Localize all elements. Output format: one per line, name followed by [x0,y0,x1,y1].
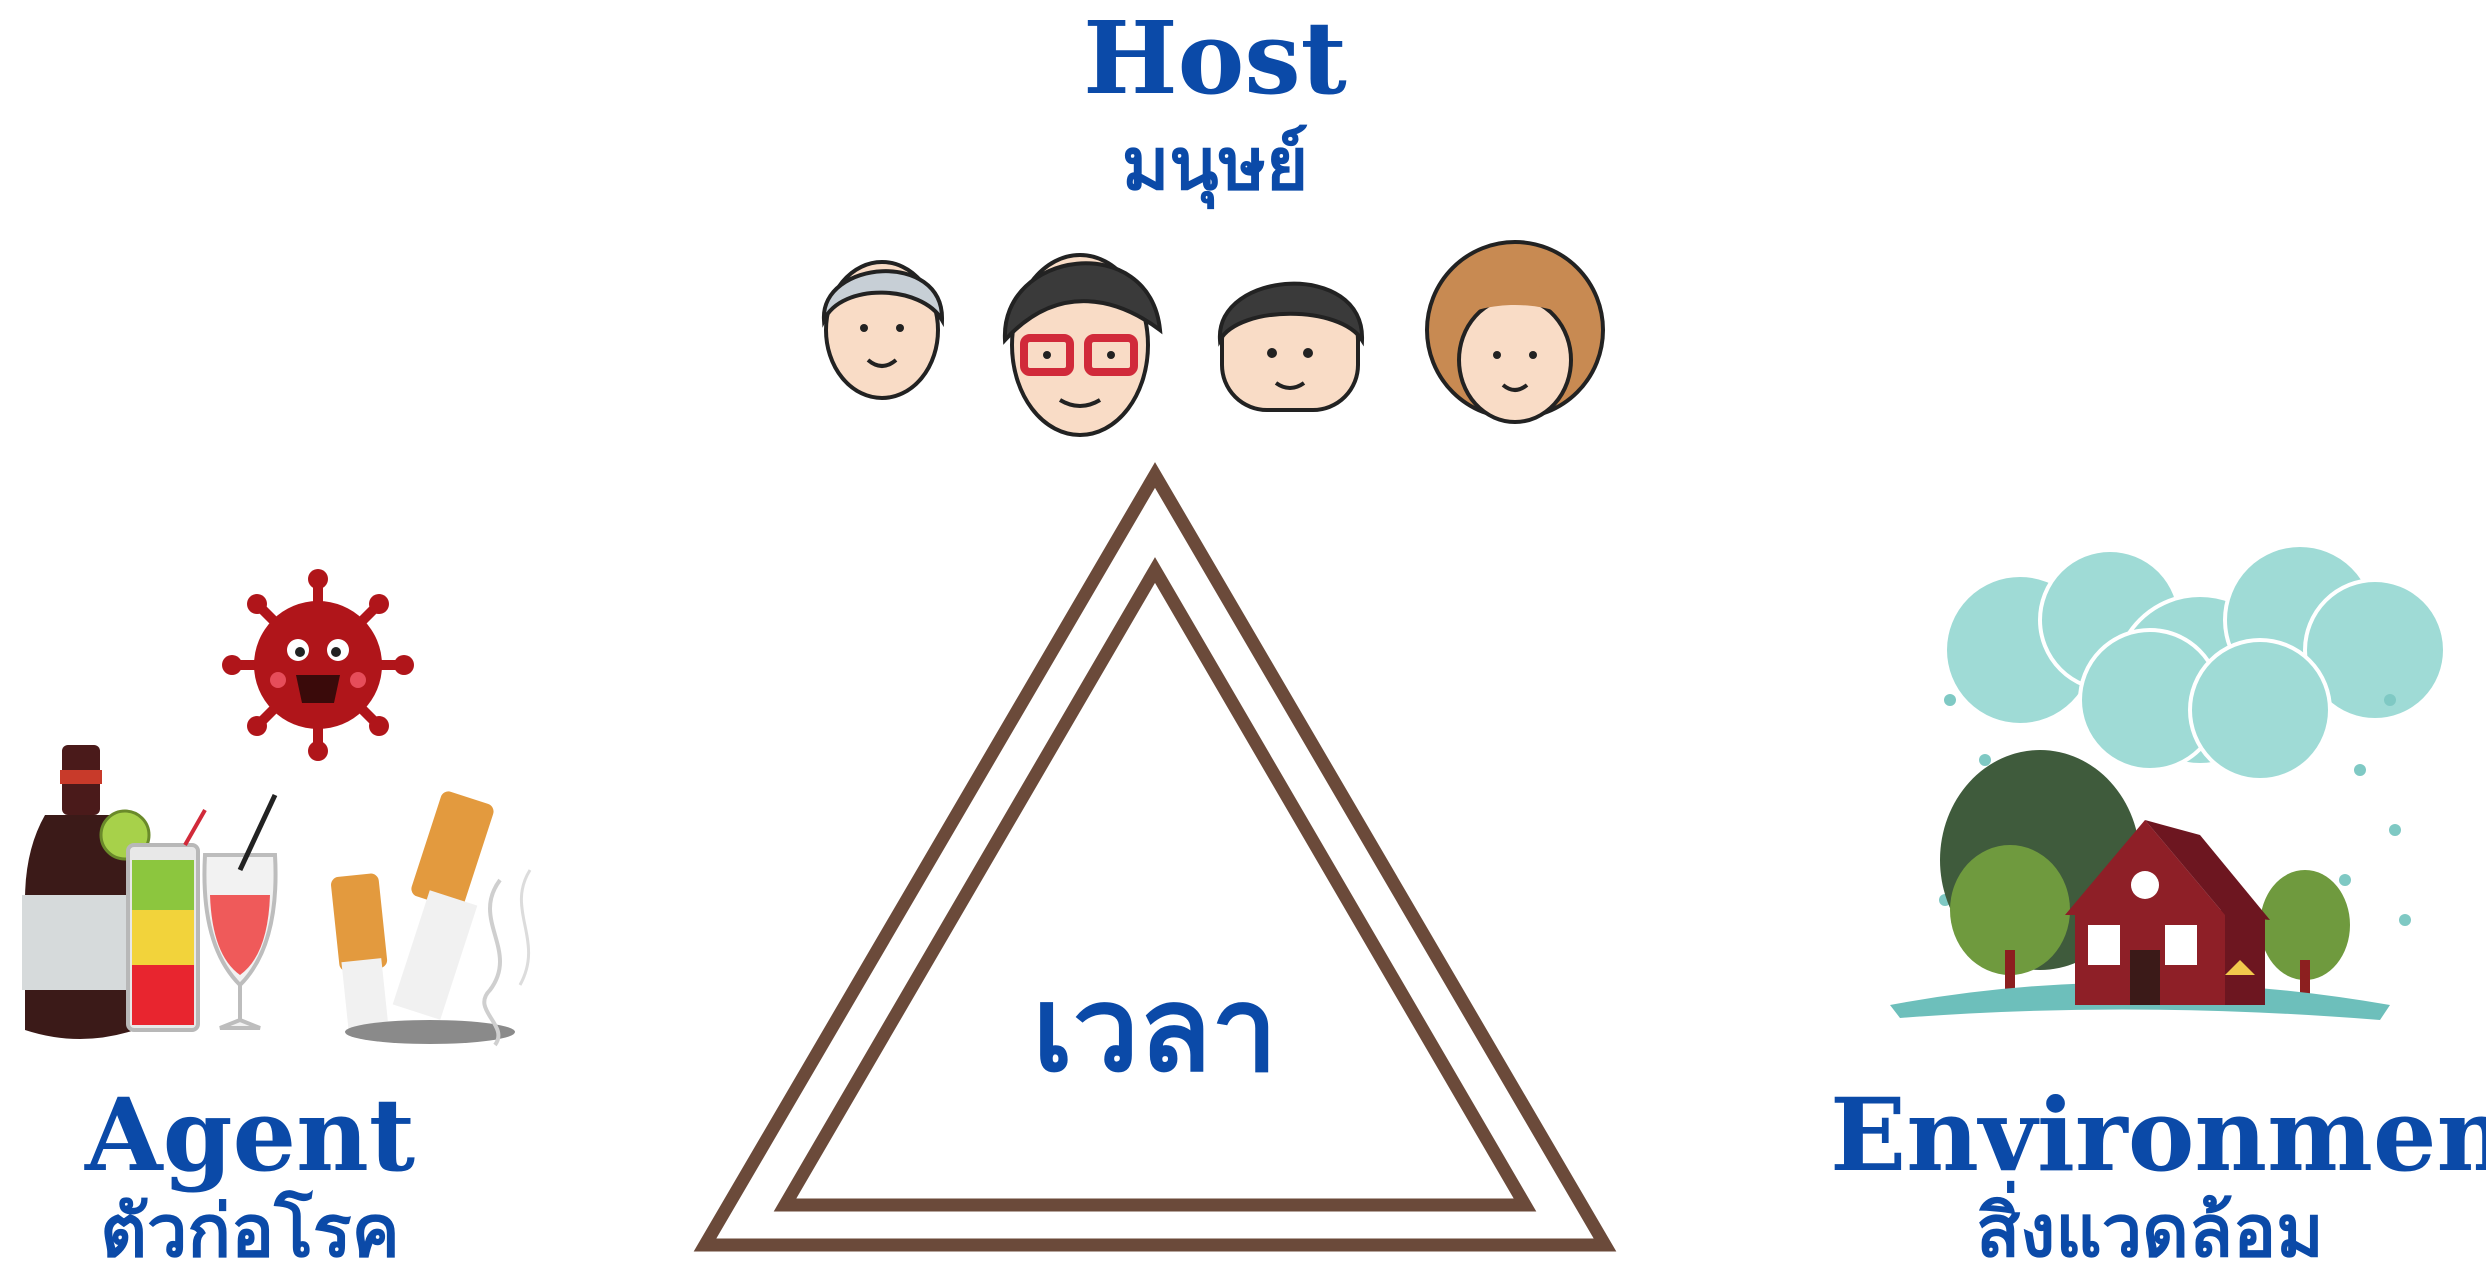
people-faces-icon [821,240,1605,437]
environment-title: Environment [1830,1076,2486,1194]
agent-subtitle: ตัวก่อโรค [100,1189,400,1273]
inner-triangle [773,557,1537,1212]
environment-subtitle: สิ่งแวดล้อม [1976,1189,2324,1273]
host-subtitle: มนุษย์ [1121,122,1309,206]
agent-title: Agent [84,1076,416,1194]
alcohol-bottle-icon [22,745,138,1039]
cocktail-glass-icon [99,793,278,1032]
cigarette-butts-icon [331,791,532,1047]
outer-triangle [693,462,1617,1252]
rain-house-icon [1890,543,2447,1020]
virus-icon [222,569,414,761]
man-face-icon [1217,281,1365,412]
elderly-face-icon [821,260,945,400]
glasses-face-icon [1002,253,1163,437]
host-title-label: Host [1083,0,1347,117]
curly-hair-face-icon [1425,240,1605,424]
triangle [693,462,1617,1252]
time-label: เวลา [1032,960,1278,1098]
